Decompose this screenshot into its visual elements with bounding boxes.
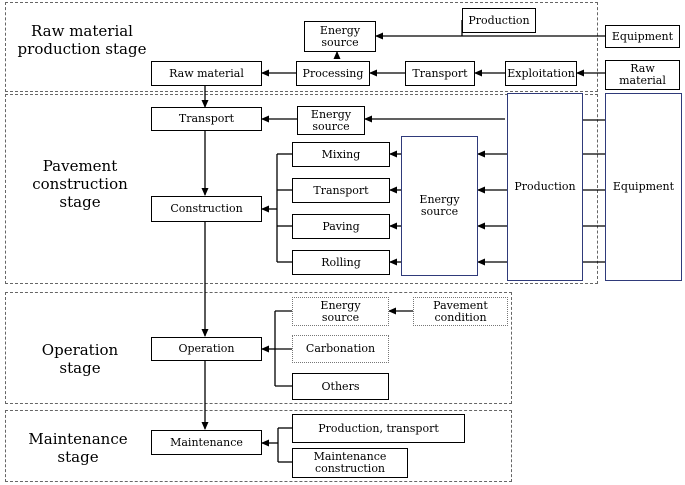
operation-node: Operation [151,337,262,361]
operation-stage-frame [5,292,512,404]
transport-main-node: Transport [151,107,262,131]
transport-raw-node: Transport [405,61,475,86]
transport-sub-node: Transport [292,178,390,203]
pavement-condition-node: Pavement condition [413,297,508,326]
exploitation-node: Exploitation [505,61,577,86]
energy-source-construction-node: Energy source [401,136,478,276]
production-big-node: Production [507,93,583,281]
construction-node: Construction [151,196,262,222]
raw-material-stage-frame [5,2,598,92]
paving-node: Paving [292,214,390,239]
production-transport-node: Production, transport [292,414,465,443]
others-node: Others [292,373,389,400]
processing-node: Processing [296,61,370,86]
stage-label-operation: Operation stage [41,341,119,377]
raw-material-node: Raw material [151,61,262,86]
maintenance-stage-frame [5,410,512,482]
maintenance-node: Maintenance [151,430,262,455]
stage-label-maintenance: Maintenance stage [28,430,128,466]
energy-source-raw-node: Energy source [304,21,376,52]
mixing-node: Mixing [292,142,390,167]
equipment-top-node: Equipment [605,25,680,48]
energy-source-transport-node: Energy source [297,106,365,135]
rolling-node: Rolling [292,250,390,275]
stage-label-raw-material: Raw material production stage [17,22,147,58]
raw-material-input-node: Raw material [605,60,680,90]
maintenance-construction-node: Maintenance construction [292,448,408,478]
energy-source-operation-node: Energy source [292,297,389,326]
stage-label-pavement-construction: Pavement construction stage [32,157,128,211]
pavement-construction-stage-frame [5,94,598,284]
equipment-big-node: Equipment [605,93,682,281]
production-top-node: Production [462,8,536,33]
carbonation-node: Carbonation [292,335,389,363]
